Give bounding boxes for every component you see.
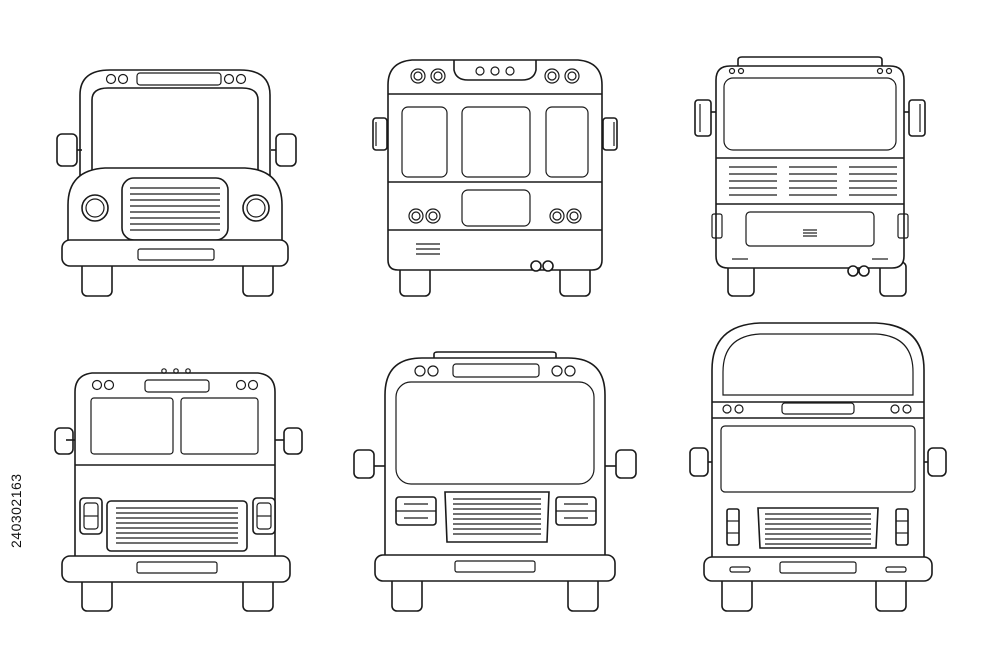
- double-decker-bus-front: [690, 323, 946, 611]
- delivery-truck-front: [55, 369, 302, 611]
- coach-bus-front: [695, 57, 925, 296]
- classic-bus-front: [57, 70, 296, 296]
- bus-rear: [373, 60, 617, 296]
- stock-id-text: 240302163: [8, 473, 24, 548]
- school-bus-front: [354, 352, 636, 611]
